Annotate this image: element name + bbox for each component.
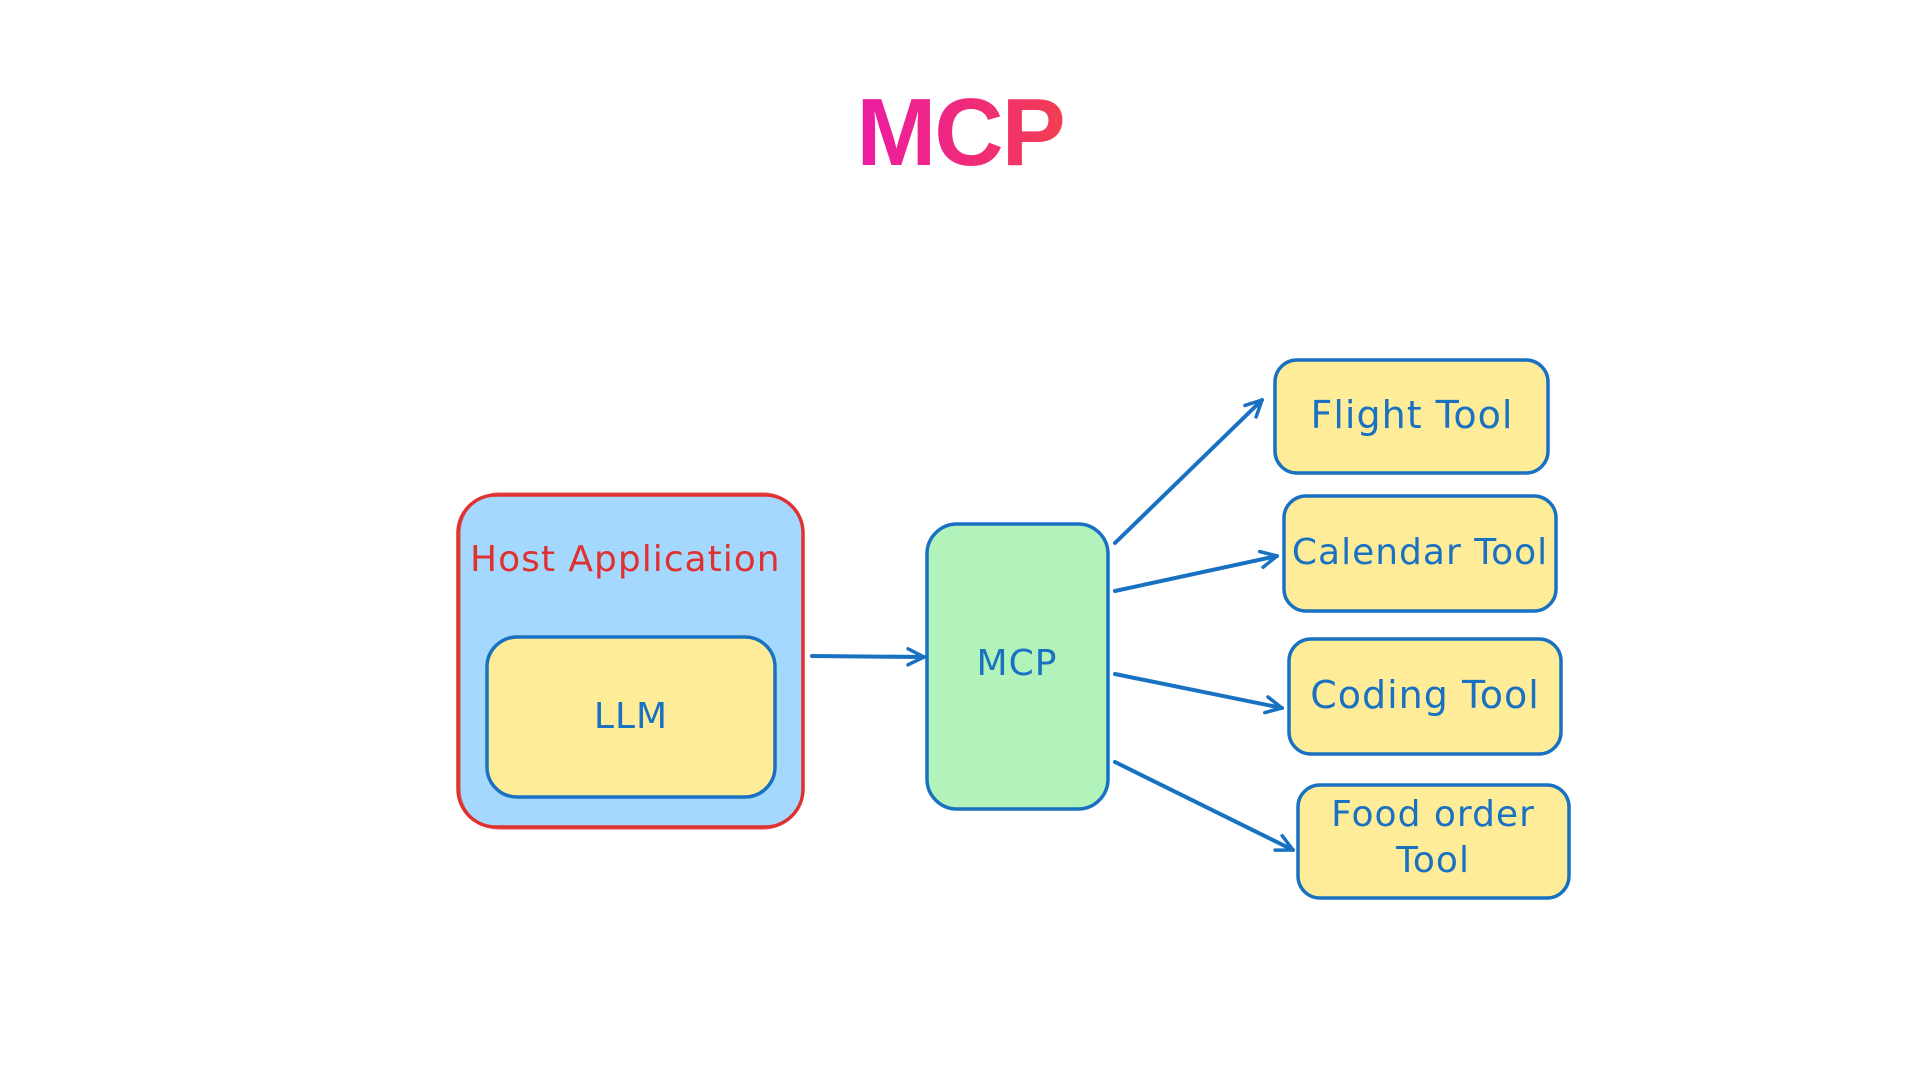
calendar-tool-shape xyxy=(1282,494,1558,613)
flight-tool-shape xyxy=(1273,358,1550,475)
coding-tool-label: Coding Tool xyxy=(1310,673,1540,717)
arrow-mcp-to-calendar xyxy=(1113,549,1279,593)
llm-label: LLM xyxy=(594,696,668,737)
arrow-host-to-mcp xyxy=(810,647,926,667)
mcp-label: MCP xyxy=(977,643,1058,684)
coding-tool-shape xyxy=(1287,637,1563,756)
title-text: MCP xyxy=(856,79,1065,186)
host-application-label: Host Application xyxy=(470,539,781,580)
calendar-tool-box: Calendar Tool xyxy=(1282,494,1558,613)
coding-tool-box: Coding Tool xyxy=(1287,637,1563,756)
food-order-tool-label-line2: Tool xyxy=(1395,840,1470,881)
food-order-tool-box: Food order Tool xyxy=(1296,783,1571,900)
food-order-tool-shape xyxy=(1296,783,1571,900)
arrow-mcp-to-flight xyxy=(1113,398,1264,545)
mcp-box: MCP xyxy=(925,522,1110,811)
flight-tool-label: Flight Tool xyxy=(1311,393,1514,437)
calendar-tool-label: Calendar Tool xyxy=(1292,532,1548,573)
llm-shape xyxy=(485,635,777,799)
flight-tool-box: Flight Tool xyxy=(1273,358,1550,475)
page-title: MCP xyxy=(0,78,1920,188)
arrow-mcp-to-coding xyxy=(1113,672,1284,715)
llm-box: LLM xyxy=(485,635,777,799)
food-order-tool-label-line1: Food order xyxy=(1331,794,1535,835)
arrow-mcp-to-food-order xyxy=(1113,760,1295,852)
mcp-shape xyxy=(925,522,1110,811)
